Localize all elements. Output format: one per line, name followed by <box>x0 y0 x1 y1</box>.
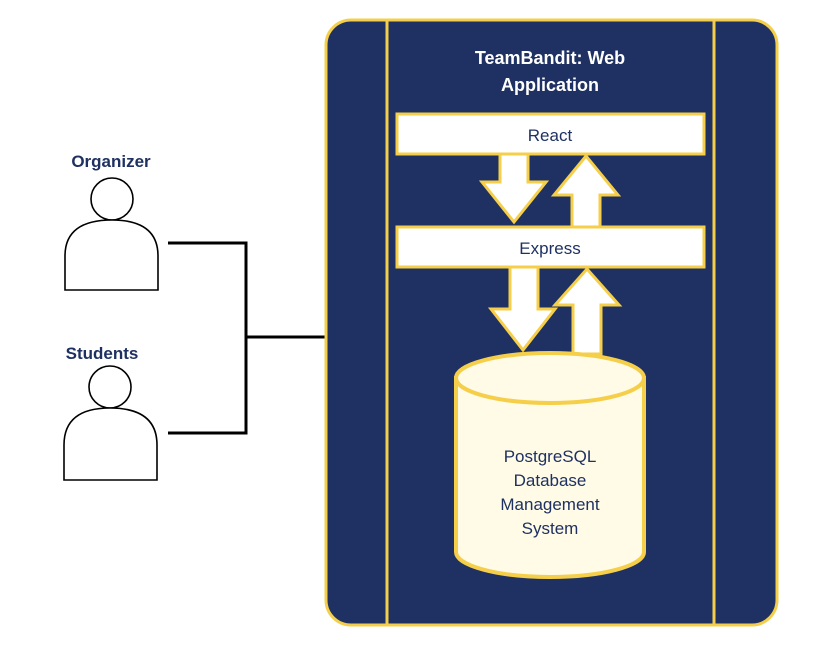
database-cylinder: PostgreSQL Database Management System <box>454 351 646 579</box>
database-to-express-arrow <box>551 266 623 356</box>
express-to-database-arrow <box>487 265 559 353</box>
database-label-line4: System <box>522 519 579 538</box>
application-title-line1: TeamBandit: Web <box>475 48 625 68</box>
react-label: React <box>528 126 573 145</box>
database-label-line3: Management <box>500 495 600 514</box>
organizer-label: Organizer <box>71 152 151 171</box>
web-application-container: TeamBandit: Web Application React Expres… <box>324 18 779 627</box>
actor-connectors <box>168 241 327 435</box>
database-cylinder-top <box>454 351 646 405</box>
express-label: Express <box>519 239 580 258</box>
students-label: Students <box>66 344 139 363</box>
express-to-react-arrow <box>550 153 622 229</box>
express-layer: Express <box>395 225 706 269</box>
organizer-actor: Organizer <box>64 152 159 291</box>
students-person-icon <box>63 365 158 481</box>
react-to-express-arrow <box>478 152 550 225</box>
react-layer: React <box>395 112 706 156</box>
express-box <box>395 225 706 269</box>
database-label-line1: PostgreSQL <box>504 447 597 466</box>
application-title-line2: Application <box>501 75 599 95</box>
database-cylinder-body <box>454 376 646 579</box>
application-panel <box>324 18 779 627</box>
students-connector <box>168 337 248 435</box>
organizer-person-icon <box>64 177 159 291</box>
database-label-line2: Database <box>514 471 587 490</box>
organizer-connector <box>168 241 248 337</box>
react-box <box>395 112 706 156</box>
students-actor: Students <box>63 344 158 481</box>
